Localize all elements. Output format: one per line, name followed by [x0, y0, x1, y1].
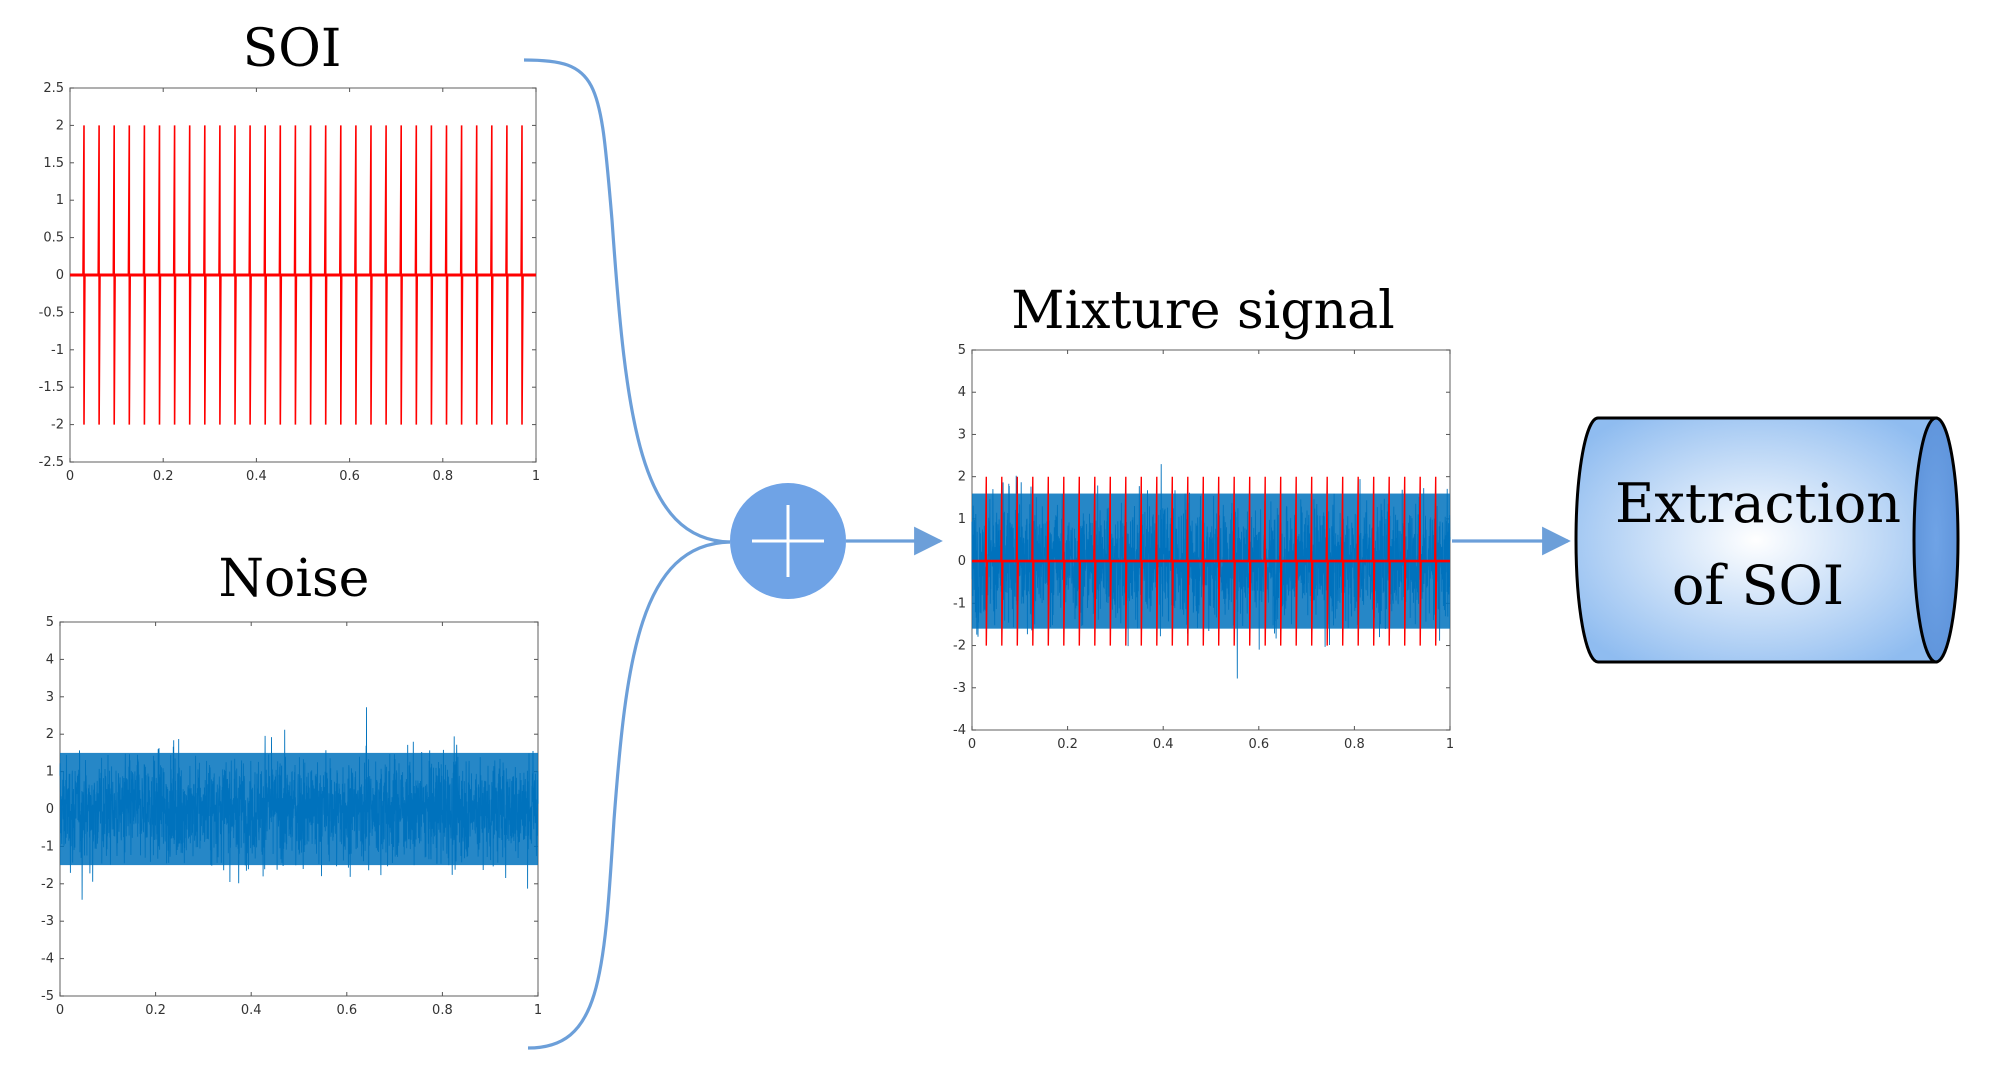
y-tick-label: 2	[958, 470, 966, 485]
x-tick-label: 1	[532, 469, 540, 484]
x-tick-label: 0.6	[339, 469, 360, 484]
x-tick-label: 0.6	[336, 1003, 357, 1018]
y-tick-label: -3	[41, 914, 54, 929]
y-tick-label: 4	[46, 652, 54, 667]
y-tick-label: -1	[41, 839, 54, 854]
x-tick-label: 0.8	[432, 469, 453, 484]
soi-connector	[523, 58, 731, 544]
noise-series	[59, 707, 539, 900]
y-tick-label: 3	[958, 427, 966, 442]
y-tick-label: -2.5	[39, 455, 64, 470]
mixture-series	[971, 464, 1451, 679]
y-tick-label: -1.5	[39, 380, 64, 395]
y-tick-label: -3	[953, 681, 966, 696]
mixture-x-axis: 0 0.2 0.4 0.6 0.8 1	[968, 350, 1454, 752]
x-tick-label: 0	[968, 737, 976, 752]
extraction-label-line2: of SOI	[1672, 554, 1844, 617]
y-tick-label: 2	[56, 118, 64, 133]
x-tick-label: 0.4	[241, 1003, 262, 1018]
noise-panel: Noise 5 4 3 2 1 0 -1 -2 -3 -4 -5 0 0.2 0.4 0.6 0.8 1	[41, 549, 542, 1018]
y-tick-label: -4	[41, 952, 54, 967]
y-tick-label: 0	[958, 554, 966, 569]
x-tick-label: 0.2	[1057, 737, 1078, 752]
y-tick-label: 3	[46, 690, 54, 705]
y-tick-label: 1	[56, 193, 64, 208]
y-tick-label: -0.5	[39, 305, 64, 320]
x-tick-label: 0.4	[1153, 737, 1174, 752]
extraction-label-line1: Extraction	[1615, 472, 1901, 535]
x-tick-label: 0.6	[1248, 737, 1269, 752]
y-tick-label: -1	[51, 343, 64, 358]
mixture-plot: 5 4 3 2 1 0 -1 -2 -3 -4 0 0.2 0.4 0.6 0.8 1	[953, 343, 1454, 752]
y-tick-label: -4	[953, 723, 966, 738]
summation-node	[730, 483, 846, 599]
y-tick-label: 1	[46, 765, 54, 780]
y-tick-label: 1	[958, 512, 966, 527]
soi-series	[70, 125, 536, 425]
soi-x-axis: 0 0.2 0.4 0.6 0.8 1	[66, 88, 540, 484]
noise-x-axis: 0 0.2 0.4 0.6 0.8 1	[56, 622, 542, 1018]
y-tick-label: -1	[953, 596, 966, 611]
y-tick-label: 2	[46, 727, 54, 742]
x-tick-label: 0	[56, 1003, 64, 1018]
noise-plot: 5 4 3 2 1 0 -1 -2 -3 -4 -5 0 0.2 0.4 0.6 0.8 1	[41, 615, 542, 1018]
soi-panel: SOI 2.5 2 1.5 1 0.5 0 -0.5 -1 -1.5 -2 -2.5 0 0.2 0.4…	[39, 19, 541, 484]
noise-y-axis: 5 4 3 2 1 0 -1 -2 -3 -4 -5	[41, 615, 538, 1004]
extraction-cylinder: Extraction of SOI	[1574, 416, 1960, 664]
y-tick-label: 2.5	[43, 81, 64, 96]
y-tick-label: -2	[953, 639, 966, 654]
y-tick-label: -5	[41, 989, 54, 1004]
x-tick-label: 0.2	[145, 1003, 166, 1018]
cylinder-body	[1574, 416, 1938, 664]
y-tick-label: 5	[958, 343, 966, 358]
x-tick-label: 1	[534, 1003, 542, 1018]
x-tick-label: 0.2	[153, 469, 174, 484]
noise-core-band	[60, 752, 538, 866]
y-tick-label: -2	[51, 418, 64, 433]
y-tick-label: 0	[56, 268, 64, 283]
y-tick-label: -2	[41, 877, 54, 892]
y-tick-label: 4	[958, 385, 966, 400]
mixture-y-axis: 5 4 3 2 1 0 -1 -2 -3 -4	[953, 343, 1450, 738]
x-tick-label: 1	[1446, 737, 1454, 752]
noise-connector	[527, 540, 731, 1050]
y-tick-label: 0.5	[43, 231, 64, 246]
y-tick-label: 1.5	[43, 156, 64, 171]
noise-title: Noise	[219, 549, 370, 609]
y-tick-label: 0	[46, 802, 54, 817]
soi-y-axis: 2.5 2 1.5 1 0.5 0 -0.5 -1 -1.5 -2 -2.5	[39, 81, 536, 470]
y-tick-label: 5	[46, 615, 54, 630]
x-tick-label: 0	[66, 469, 74, 484]
x-tick-label: 0.8	[432, 1003, 453, 1018]
soi-title: SOI	[243, 19, 342, 79]
mixture-title: Mixture signal	[1011, 281, 1394, 341]
cylinder-cap	[1912, 416, 1960, 664]
x-tick-label: 0.8	[1344, 737, 1365, 752]
x-tick-label: 0.4	[246, 469, 267, 484]
mixture-panel: Mixture signal 5 4 3 2 1 0 -1 -2 -3 -4 0 0.2 0.4 0.6…	[953, 281, 1454, 752]
